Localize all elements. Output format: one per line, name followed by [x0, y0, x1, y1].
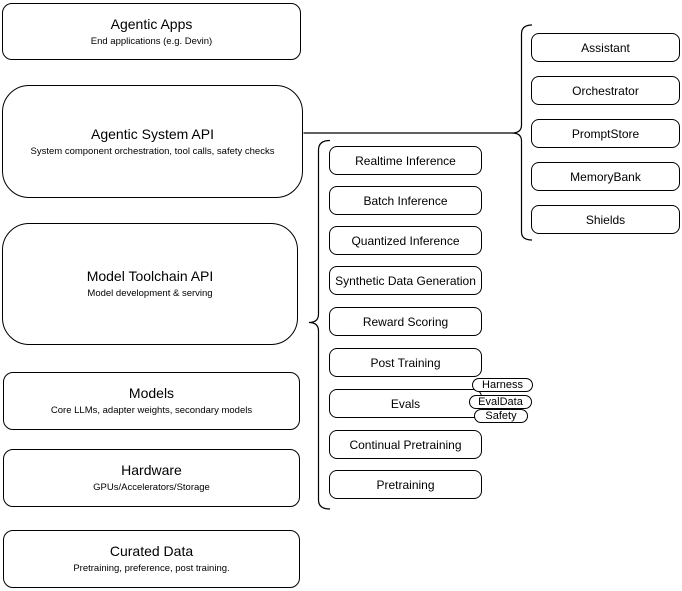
- node-orchestrator: Orchestrator: [531, 76, 680, 105]
- node-synthetic-data-generation: Synthetic Data Generation: [329, 266, 482, 295]
- node-models: Models Core LLMs, adapter weights, secon…: [3, 372, 300, 430]
- node-title: Models: [128, 385, 175, 402]
- node-title: Model Toolchain API: [86, 268, 214, 285]
- node-subtitle: Pretraining, preference, post training.: [73, 563, 230, 575]
- tag-safety: Safety: [474, 409, 528, 423]
- node-assistant: Assistant: [531, 33, 680, 62]
- system-components-brace: [511, 24, 533, 241]
- node-subtitle: System component orchestration, tool cal…: [30, 145, 275, 157]
- node-curated-data: Curated Data Pretraining, preference, po…: [3, 530, 300, 588]
- node-title: Curated Data: [109, 543, 194, 560]
- node-realtime-inference: Realtime Inference: [329, 146, 482, 175]
- node-pretraining: Pretraining: [329, 470, 482, 499]
- node-agentic-apps: Agentic Apps End applications (e.g. Devi…: [2, 3, 301, 60]
- node-evals: Evals: [329, 389, 482, 418]
- node-subtitle: Core LLMs, adapter weights, secondary mo…: [50, 405, 253, 417]
- node-title: Hardware: [121, 462, 182, 479]
- node-title: Agentic Apps: [110, 15, 193, 32]
- node-continual-pretraining: Continual Pretraining: [329, 430, 482, 459]
- node-subtitle: Model development & serving: [87, 288, 213, 300]
- node-reward-scoring: Reward Scoring: [329, 307, 482, 336]
- node-title: Agentic System API: [91, 125, 214, 142]
- node-subtitle: End applications (e.g. Devin): [90, 35, 213, 47]
- node-agentic-system-api: Agentic System API System component orch…: [2, 85, 303, 198]
- node-batch-inference: Batch Inference: [329, 186, 482, 215]
- node-hardware: Hardware GPUs/Accelerators/Storage: [3, 449, 300, 507]
- node-promptstore: PromptStore: [531, 119, 680, 148]
- node-quantized-inference: Quantized Inference: [329, 226, 482, 255]
- node-shields: Shields: [531, 205, 680, 234]
- node-post-training: Post Training: [329, 348, 482, 377]
- node-memorybank: MemoryBank: [531, 162, 680, 191]
- toolchain-brace: [308, 139, 331, 510]
- tag-harness: Harness: [472, 378, 533, 392]
- node-model-toolchain-api: Model Toolchain API Model development & …: [2, 223, 298, 345]
- tag-evaldata: EvalData: [469, 395, 532, 409]
- node-subtitle: GPUs/Accelerators/Storage: [93, 482, 210, 494]
